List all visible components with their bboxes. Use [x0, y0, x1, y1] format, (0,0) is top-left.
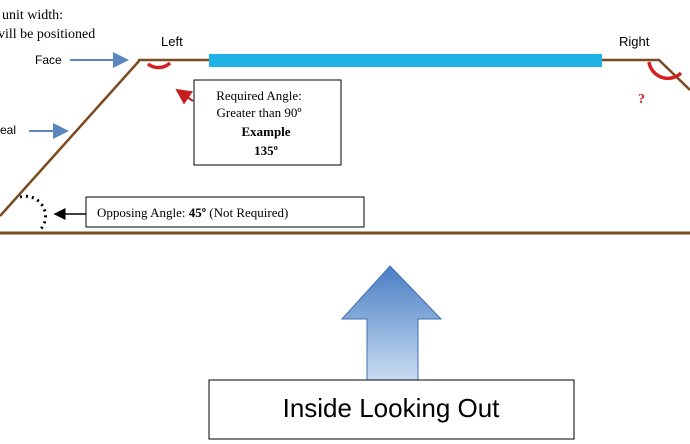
- header-note-line2: vill be positioned: [0, 27, 95, 42]
- opposing-angle-box-border: [85, 196, 365, 228]
- right-angle-arc: [647, 61, 683, 81]
- required-angle-example-heading: Example: [241, 124, 290, 139]
- up-arrow-icon: [340, 265, 443, 381]
- unit-bar: [209, 54, 602, 67]
- right-label: Right: [619, 34, 650, 49]
- required-angle-box: Required Angle: Greater than 90º Example…: [193, 79, 342, 166]
- required-angle-example-value: 135º: [254, 143, 278, 158]
- opposing-angle-value: 45º: [189, 205, 206, 220]
- right-angle-question: ?: [638, 92, 645, 107]
- required-angle-condition: Greater than 90º: [217, 105, 302, 120]
- left-angle-arc: [146, 61, 172, 70]
- required-angle-pointer-arrow: [175, 88, 194, 105]
- opposing-angle-box: Opposing Angle: 45º (Not Required): [85, 196, 365, 228]
- opposing-angle-prefix: Opposing Angle:: [97, 205, 189, 220]
- required-angle-box-border: [193, 79, 342, 166]
- seal-label: eal: [0, 123, 16, 137]
- face-label: Face: [35, 53, 62, 67]
- frame-left-slope: [0, 60, 140, 217]
- inside-looking-out-label: Inside Looking Out: [283, 393, 501, 423]
- opposing-angle-text: Opposing Angle: 45º (Not Required): [97, 205, 288, 220]
- frame-right-slope: [658, 59, 690, 91]
- window-frame: [0, 58, 690, 235]
- opposing-angle-arc: [19, 194, 47, 232]
- header-note-line1: unit width:: [2, 8, 63, 23]
- required-angle-title: Required Angle:: [216, 88, 302, 103]
- inside-looking-out-box-border: [208, 379, 575, 440]
- opposing-angle-suffix: (Not Required): [206, 205, 288, 220]
- inside-looking-out-box: Inside Looking Out: [208, 379, 575, 440]
- left-label: Left: [161, 34, 183, 49]
